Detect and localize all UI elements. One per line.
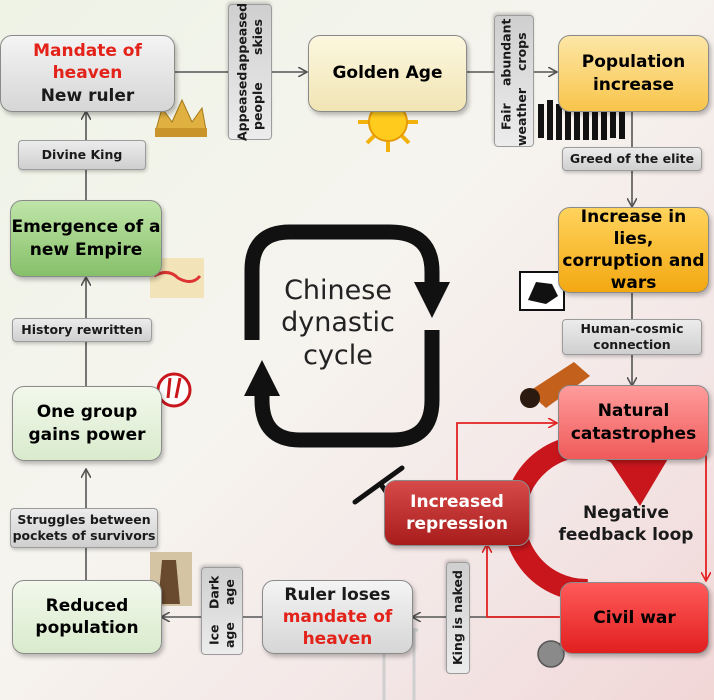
node-golden-age: Golden Age (308, 35, 467, 112)
label-text: Appeased people (234, 71, 265, 141)
cycle-title-line: dynastic (281, 307, 395, 339)
node-text: Population (581, 52, 686, 73)
label-text: King is naked (450, 570, 466, 666)
label-text: appeased skies (234, 3, 265, 72)
node-text: One group (36, 402, 138, 423)
node-natural-catastrophes: Natural catastrophes (558, 385, 709, 460)
node-civil-war: Civil war (560, 582, 709, 654)
node-text: Reduced (45, 595, 129, 616)
node-reduced-population: Reduced population (12, 580, 162, 654)
label-text: Human-cosmic (580, 321, 684, 337)
label-fair-weather: Fair weather abundant crops (494, 15, 534, 147)
node-text: Emergence of a (11, 217, 161, 238)
node-one-group-gains-power: One group gains power (12, 386, 162, 461)
node-text: Ruler loses (284, 584, 391, 605)
node-text: mandate of (282, 606, 393, 627)
node-text: Mandate of (33, 41, 142, 62)
label-appeased: Appeased people appeased skies (228, 3, 272, 141)
label-text: Fair weather (498, 87, 529, 146)
label-text: Ice age (206, 621, 237, 648)
node-text: corruption and (562, 251, 705, 271)
cycle-top-left (244, 224, 332, 340)
label-human-cosmic: Human-cosmic connection (562, 319, 702, 355)
node-text: Increased (410, 491, 504, 512)
node-text: Negative (583, 503, 669, 523)
cycle-arrow-top (300, 224, 450, 318)
node-text: feedback loop (558, 525, 694, 546)
node-text: population (35, 618, 139, 638)
node-mandate-new-ruler: Mandate of heaven New ruler (0, 35, 175, 112)
label-greed: Greed of the elite (562, 147, 702, 171)
node-text: New ruler (40, 85, 135, 106)
node-text: Natural (597, 401, 670, 422)
central-cycle (244, 224, 450, 448)
label-text: Dark age (206, 575, 237, 609)
label-text: abundant crops (498, 18, 529, 86)
label-text: Greed of the elite (569, 151, 695, 167)
node-increase-in-lies: Increase in lies, corruption and wars (558, 207, 709, 293)
peace-sign-icon (156, 372, 192, 408)
fist-icon (519, 271, 565, 311)
cycle-title-line: cycle (303, 339, 373, 371)
arrow-catastrophes-to-civilwar (700, 454, 706, 580)
node-text: Civil war (593, 607, 676, 628)
negative-feedback-label: Negative feedback loop (554, 502, 698, 554)
label-text: Struggles between (17, 512, 151, 528)
node-population-increase: Population increase (558, 35, 709, 112)
arrow-repression-to-catastrophes (456, 423, 556, 480)
node-text: repression (406, 514, 508, 534)
cycle-arrow-bottom (244, 330, 440, 448)
node-ruler-loses-mandate: Ruler loses mandate of heaven (262, 580, 413, 654)
cycle-title-line: Chinese (284, 275, 392, 306)
node-text: heaven (302, 629, 373, 650)
label-text: pockets of survivors (12, 528, 156, 543)
node-text: Golden Age (332, 63, 443, 84)
label-divine-king: Divine King (18, 140, 146, 170)
node-text: increase (592, 74, 675, 95)
label-ice-age: Ice age Dark age (201, 567, 243, 655)
node-text: catastrophes (570, 423, 697, 444)
node-text: wars (610, 273, 657, 294)
label-struggles: Struggles between pockets of survivors (10, 508, 158, 548)
node-increased-repression: Increased repression (384, 480, 530, 546)
cycle-title: Chinese dynastic cycle (268, 275, 408, 372)
label-text: Divine King (41, 147, 123, 163)
label-king-naked: King is naked (446, 562, 470, 674)
arrow-civilwar-to-repression (487, 545, 560, 618)
meteor-icon (520, 362, 590, 408)
node-text: gains power (28, 424, 146, 445)
node-emergence-new-empire: Emergence of a new Empire (10, 200, 162, 277)
crowd-icon (538, 98, 625, 140)
node-text: new Empire (29, 239, 143, 260)
label-history-rewritten: History rewritten (12, 318, 152, 342)
node-text: heaven (52, 63, 123, 84)
label-text: History rewritten (21, 322, 143, 338)
node-text: Increase in lies, (580, 206, 687, 249)
label-text: connection (593, 337, 671, 352)
